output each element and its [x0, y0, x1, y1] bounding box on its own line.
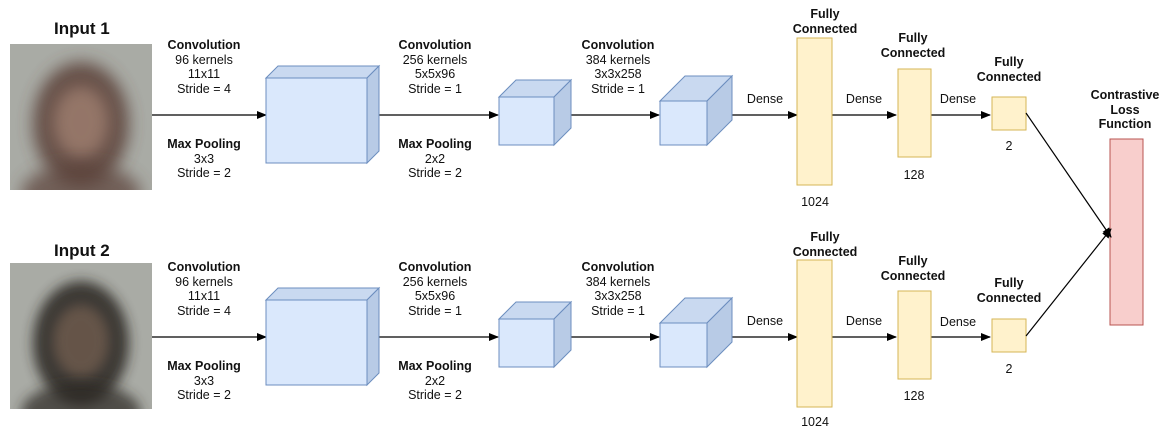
conv1-label-2: Convolution 96 kernels 11x11 Stride = 4 — [167, 260, 241, 318]
conv3-cube — [658, 296, 734, 369]
input-1-face-image — [10, 44, 152, 190]
fc3-size-1: 2 — [1005, 139, 1013, 153]
branch-1-shapes — [10, 37, 1027, 190]
input-2-face-image — [10, 263, 152, 408]
fc1-bar — [796, 259, 833, 408]
input-1-photo — [10, 44, 152, 190]
conv1-label-1: Convolution 96 kernels 11x11 Stride = 4 — [167, 38, 241, 96]
pool2-label-1: Max Pooling 2x2 Stride = 2 — [398, 137, 472, 180]
fc3-bar — [991, 96, 1027, 131]
dense-label-2b: Dense — [845, 314, 883, 328]
fc3-size-2: 2 — [1005, 362, 1013, 376]
conv3-label-2: Convolution 384 kernels 3x3x258 Stride =… — [581, 260, 655, 318]
pool1-label-2: Max Pooling 3x3 Stride = 2 — [167, 359, 241, 402]
conv2-cube — [497, 78, 573, 147]
input-2-photo — [10, 263, 152, 409]
conv1-cube — [264, 286, 381, 387]
fc1-title-1: Fully Connected — [792, 7, 858, 36]
conv2-label-2: Convolution 256 kernels 5x5x96 Stride = … — [398, 260, 472, 318]
fc3-title-2: Fully Connected — [976, 276, 1042, 305]
pool2-label-2: Max Pooling 2x2 Stride = 2 — [398, 359, 472, 402]
conv1-cube — [264, 64, 381, 165]
dense-label-1a: Dense — [746, 92, 784, 106]
fc2-title-1: Fully Connected — [880, 31, 946, 60]
fc2-size-2: 128 — [903, 389, 925, 403]
arrow-fc3-2-to-loss — [1025, 228, 1112, 337]
loss-function-bar — [1109, 138, 1144, 326]
fc1-size-2: 1024 — [801, 415, 829, 429]
dense-label-1c: Dense — [939, 92, 977, 106]
fc2-bar — [897, 290, 932, 380]
fc2-bar — [897, 68, 932, 158]
input-1-title: Input 1 — [54, 19, 110, 38]
fc2-size-1: 128 — [903, 168, 925, 182]
pool1-label-1: Max Pooling 3x3 Stride = 2 — [167, 137, 241, 180]
dense-label-2a: Dense — [746, 314, 784, 328]
dense-label-1b: Dense — [845, 92, 883, 106]
branch-2-shapes — [10, 259, 1027, 409]
conv3-cube — [658, 74, 734, 147]
arrow-fc3-1-to-loss — [1025, 112, 1112, 238]
fc1-bar — [796, 37, 833, 186]
fc3-bar — [991, 318, 1027, 353]
dense-label-2c: Dense — [939, 315, 977, 329]
fc1-title-2: Fully Connected — [792, 230, 858, 259]
loss-function-title: Contrastive Loss Function — [1090, 88, 1160, 131]
input-2-title: Input 2 — [54, 241, 110, 260]
conv2-cube — [497, 300, 573, 369]
fc2-title-2: Fully Connected — [880, 254, 946, 283]
conv3-label-1: Convolution 384 kernels 3x3x258 Stride =… — [581, 38, 655, 96]
fc3-title-1: Fully Connected — [976, 55, 1042, 84]
fc1-size-1: 1024 — [801, 195, 829, 209]
conv2-label-1: Convolution 256 kernels 5x5x96 Stride = … — [398, 38, 472, 96]
